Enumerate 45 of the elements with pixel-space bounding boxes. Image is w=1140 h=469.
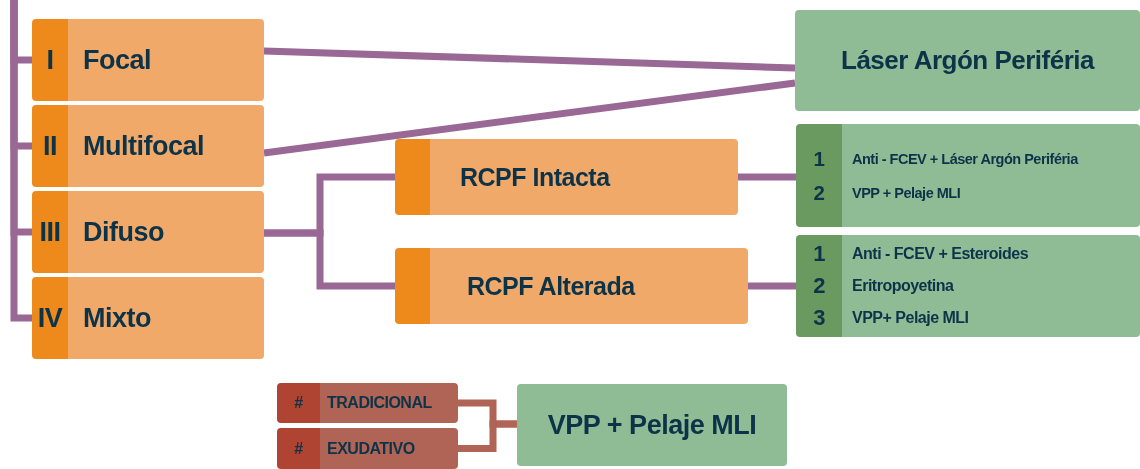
category-label: Multifocal (83, 130, 204, 162)
category-box (277, 428, 458, 469)
roman-numeral: # (294, 439, 303, 458)
category-box (395, 139, 738, 215)
treatment-text: VPP + Pelaje MLI (852, 184, 961, 201)
category-label: TRADICIONAL (327, 394, 432, 412)
category-box (32, 19, 264, 101)
connector-line (458, 420, 517, 452)
treatment-label: VPP + Pelaje MLI (547, 409, 757, 441)
treatment-list-box (796, 124, 1140, 227)
category-box (395, 248, 748, 324)
category-label: RCPF Intacta (460, 162, 610, 192)
roman-numeral: IV (37, 302, 63, 334)
list-number: 1 (813, 146, 825, 171)
category-box (277, 383, 458, 423)
list-number: 1 (813, 241, 825, 267)
treatment-box (517, 384, 787, 466)
category-label: Mixto (83, 302, 151, 334)
connector-line (748, 282, 796, 290)
connector-line (10, 0, 32, 322)
treatment-text: VPP+ Pelaje MLI (852, 309, 969, 327)
treatment-list-box (796, 235, 1140, 337)
connector-line (264, 229, 395, 290)
category-label: RCPF Alterada (467, 271, 635, 301)
list-number: 2 (813, 273, 825, 299)
category-label: EXUDATIVO (327, 439, 415, 458)
connector-line (263, 47, 796, 72)
roman-numeral: III (39, 216, 61, 248)
connector-line (738, 173, 796, 181)
category-box (32, 105, 264, 187)
treatment-box (795, 10, 1140, 111)
list-number: 3 (813, 305, 825, 331)
category-box (32, 191, 264, 273)
roman-numeral: I (46, 44, 54, 76)
treatment-label: Láser Argón Periféria (841, 45, 1094, 76)
treatment-text: Anti - FCEV + Esteroides (852, 245, 1029, 263)
roman-numeral: # (294, 394, 303, 412)
list-number: 2 (813, 180, 825, 205)
category-label: Focal (83, 44, 152, 76)
treatment-text: Anti - FCEV + Láser Argón Periféria (852, 150, 1078, 167)
category-label: Difuso (83, 216, 164, 248)
treatment-text: Eritropoyetina (852, 277, 954, 295)
connector-line (263, 79, 796, 157)
category-box (32, 277, 264, 359)
roman-numeral: II (43, 130, 57, 162)
